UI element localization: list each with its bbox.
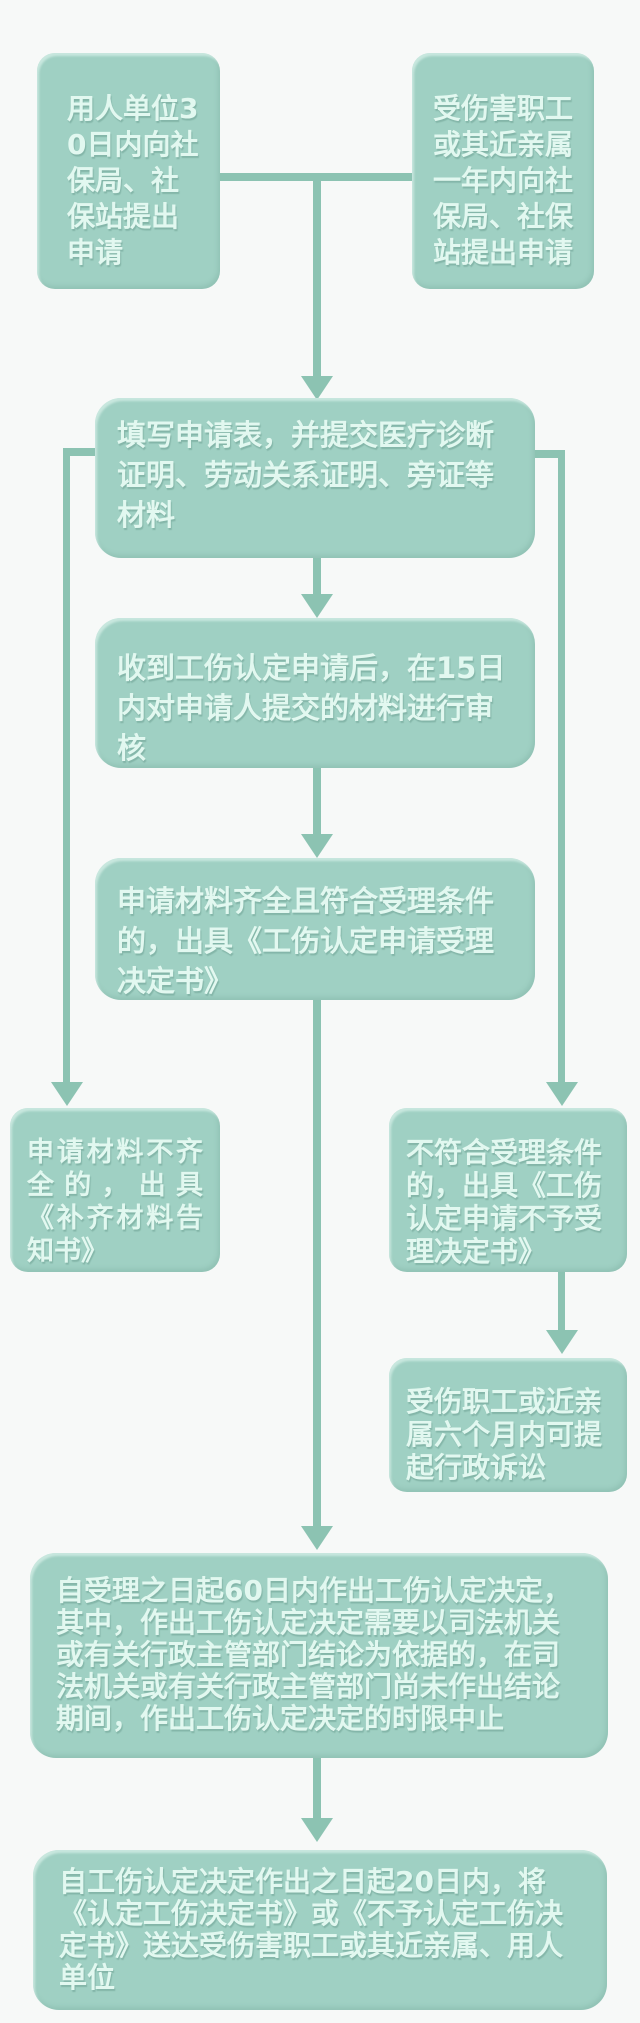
down-arrowhead-icon: [301, 834, 333, 858]
connector-line-decision-deliver: [313, 1758, 321, 1818]
connector-line-left-stub: [63, 448, 95, 456]
flow-node-incomplete-materials: 申请材料不齐全的，出具《补齐材料告知书》: [10, 1108, 220, 1272]
down-arrowhead-icon: [301, 1526, 333, 1550]
flow-node-rejection-notice: 不符合受理条件的，出具《工伤认定申请不予受理决定书》: [389, 1108, 627, 1272]
flow-node-administrative-lawsuit: 受伤职工或近亲属六个月内可提起行政诉讼: [389, 1358, 627, 1492]
flow-node-deliver-decision: 自工伤认定决定作出之日起20日内，将《认定工伤决定书》或《不予认定工伤决定书》送…: [33, 1850, 607, 2010]
down-arrowhead-icon: [301, 594, 333, 618]
flow-node-acceptance-notice: 申请材料齐全且符合受理条件的，出具《工伤认定申请受理决定书》: [95, 858, 535, 1000]
connector-line-fillform-review: [313, 558, 321, 594]
connector-line-left-vertical: [63, 448, 70, 1082]
connector-line-top-stem: [313, 177, 321, 376]
flow-node-employee-application: 受伤害职工或其近亲属一年内向社保局、社保站提出申请: [412, 53, 594, 289]
flow-node-decision-60-days: 自受理之日起60日内作出工伤认定决定，其中，作出工伤认定决定需要以司法机关或有关…: [30, 1553, 608, 1758]
connector-line-accept-decision: [313, 1000, 321, 1526]
connector-line-review-accept: [313, 768, 321, 834]
flow-node-fill-form: 填写申请表，并提交医疗诊断证明、劳动关系证明、旁证等材料: [95, 398, 535, 558]
down-arrowhead-icon: [301, 1818, 333, 1842]
flow-node-employer-application: 用人单位30日内向社保局、社保站提出申请: [37, 53, 220, 289]
down-arrowhead-icon: [301, 376, 333, 400]
connector-line-reject-lawsuit: [558, 1272, 565, 1330]
down-arrowhead-icon: [546, 1330, 578, 1354]
down-arrowhead-icon: [546, 1082, 578, 1106]
connector-line-right-stub: [535, 450, 565, 458]
connector-line-right-vertical: [558, 450, 565, 1082]
flow-node-material-review: 收到工伤认定申请后，在15日内对申请人提交的材料进行审核: [95, 618, 535, 768]
down-arrowhead-icon: [51, 1082, 83, 1106]
